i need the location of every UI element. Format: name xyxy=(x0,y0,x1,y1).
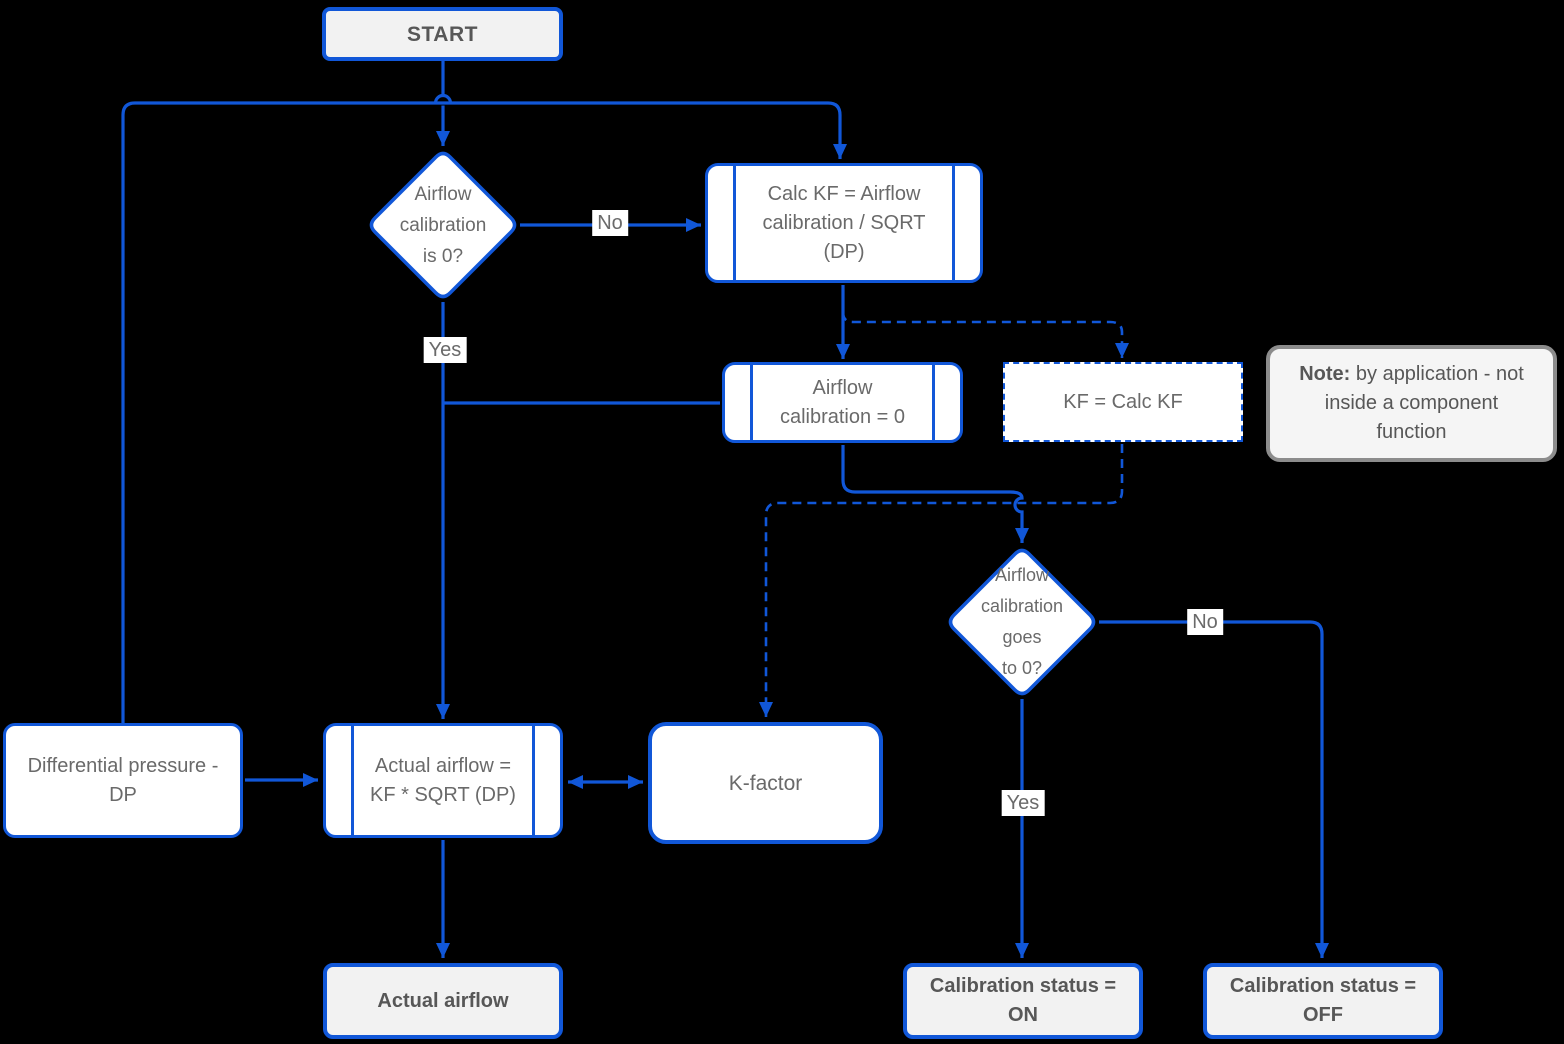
note-label-bold: Note: xyxy=(1299,363,1351,385)
node-decision-airflow-is-0: Airflow calibration is 0? xyxy=(368,150,518,300)
node-k-factor: K-factor xyxy=(648,722,883,844)
node-start: START xyxy=(322,7,563,61)
edge-start-to-decision1 xyxy=(436,61,451,146)
decision-airflow-is-0-label: Airflow calibration is 0? xyxy=(399,183,487,267)
note-label-text: by application - not inside a component … xyxy=(1324,363,1524,443)
edge-dashed-calckf-to-kfcalckf xyxy=(841,311,1129,358)
edge-dashed-kfcalckf-to-kfactor xyxy=(759,444,1124,717)
node-kf-calc-kf: KF = Calc KF xyxy=(1003,362,1243,442)
node-actual-airflow-label: Actual airflow xyxy=(377,989,509,1012)
node-calibration-status-on: Calibration status = ON xyxy=(903,963,1143,1039)
decision-goes-to-0-label: Airflow calibration goes to 0? xyxy=(980,565,1064,678)
edge-dp-to-calckf xyxy=(121,101,847,723)
edge-cal0-to-decision2 xyxy=(841,445,1029,543)
node-calibration-status-off-label: Calibration status = OFF xyxy=(1229,975,1417,1026)
node-start-label: START xyxy=(407,22,478,46)
node-k-factor-label: K-factor xyxy=(728,771,803,795)
decision-airflow-is-0-shape xyxy=(369,151,517,299)
node-calibration-status-on-label: Calibration status = ON xyxy=(929,975,1117,1026)
note-box: Note: by application - not inside a comp… xyxy=(1266,345,1557,462)
edge-label-yes-decision2: Yes xyxy=(1001,790,1045,816)
node-airflow-calibration-0-label: Airflow calibration = 0 xyxy=(779,376,906,428)
node-decision-goes-to-0: Airflow calibration goes to 0? xyxy=(947,547,1097,697)
node-kf-calc-kf-label: KF = Calc KF xyxy=(1063,390,1183,413)
note-text: Note: by application - not inside a comp… xyxy=(1299,360,1524,447)
edge-label-yes-decision1: Yes xyxy=(423,337,467,363)
node-actual-airflow-calc-label: Actual airflow = KF * SQRT (DP) xyxy=(370,754,516,806)
edge-decision2-no-to-off xyxy=(1099,620,1329,958)
node-differential-pressure-label: Differential pressure - DP xyxy=(27,754,219,806)
edge-label-no-decision1: No xyxy=(592,210,628,236)
node-actual-airflow-calc: Actual airflow = KF * SQRT (DP) xyxy=(323,723,563,838)
node-airflow-calibration-0: Airflow calibration = 0 xyxy=(722,362,963,443)
node-calc-kf-label: Calc KF = Airflow calibration / SQRT (DP… xyxy=(762,182,926,263)
node-calibration-status-off: Calibration status = OFF xyxy=(1203,963,1443,1039)
node-actual-airflow: Actual airflow xyxy=(323,963,563,1039)
node-calc-kf: Calc KF = Airflow calibration / SQRT (DP… xyxy=(705,163,983,283)
node-differential-pressure: Differential pressure - DP xyxy=(3,723,243,838)
edge-label-no-decision2: No xyxy=(1187,609,1223,635)
decision-goes-to-0-shape xyxy=(948,548,1096,696)
